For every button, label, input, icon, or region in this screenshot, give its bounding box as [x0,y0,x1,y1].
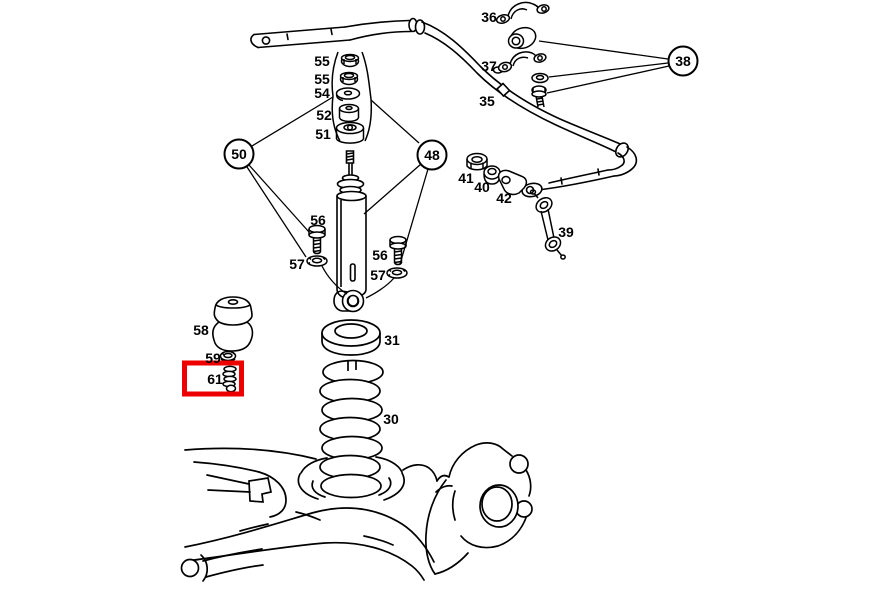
label-57-left[interactable]: 57 [289,256,305,272]
label-37[interactable]: 37 [481,58,497,74]
callout-circle-50[interactable]: 50 [225,140,254,169]
washer-57-right [387,268,407,278]
washer-38b [532,74,548,83]
clamp-bracket-37 [494,52,547,73]
link-plate-42 [499,170,527,194]
bar-clip [497,84,510,97]
label-39[interactable]: 39 [558,224,574,240]
arm-eye [182,560,199,577]
bar-left-eye [262,37,269,44]
label-35[interactable]: 35 [479,93,495,109]
spring-pad [322,320,380,355]
label-56-left[interactable]: 56 [310,212,326,228]
nut-41 [467,154,487,170]
callout-48-label[interactable]: 48 [424,147,440,163]
label-51[interactable]: 51 [315,126,331,142]
washer-54 [337,88,360,101]
bar-collar [416,20,425,34]
label-55-bottom[interactable]: 55 [314,71,330,87]
label-42[interactable]: 42 [496,190,512,206]
bump-stop-58 [213,297,253,351]
callout-38-label[interactable]: 38 [675,53,691,69]
hub-bore-inner [482,487,512,521]
shock-absorber [334,151,366,312]
bolt-38c [532,86,546,107]
leader-lines [247,41,669,298]
label-61[interactable]: 61 [207,371,223,387]
label-56-right[interactable]: 56 [372,247,388,263]
bolt-56-right [390,237,406,265]
label-59[interactable]: 59 [205,350,221,366]
callout-circle-38[interactable]: 38 [669,47,698,76]
stabilizer-bar [251,19,636,199]
lock-nut-55-bottom [341,73,358,85]
stack-outline-right [362,52,371,141]
bolt-56-left [309,226,325,254]
label-58[interactable]: 58 [193,322,209,338]
callout-50-label[interactable]: 50 [231,146,247,162]
coil-spring [320,361,383,498]
highlight-box [185,363,242,394]
rubber-bushing-51 [337,123,364,144]
nut-59 [221,352,236,362]
label-31[interactable]: 31 [384,332,400,348]
coil-spring-61 [223,366,236,391]
label-55-top[interactable]: 55 [314,53,330,69]
clamp-bracket-36 [496,3,550,25]
label-30[interactable]: 30 [383,411,399,427]
axle-carrier [182,443,533,581]
mount-parts-stack [332,52,371,143]
lock-nut-55-top [342,55,359,67]
label-54[interactable]: 54 [314,85,330,101]
callout-circle-48[interactable]: 48 [418,141,447,170]
part-labels: 36 37 35 55 55 54 52 51 56 57 56 57 41 4… [193,9,574,427]
label-52[interactable]: 52 [316,107,332,123]
label-36[interactable]: 36 [481,9,497,25]
bar-bushing-38a [507,24,538,52]
rubber-bushing-52 [340,105,359,122]
carrier-upper-lobe [510,455,528,473]
washer-57-left [307,256,327,266]
label-57-right[interactable]: 57 [370,267,386,283]
label-41[interactable]: 41 [458,170,474,186]
label-40[interactable]: 40 [474,179,490,195]
stack-outline-left [332,52,340,141]
end-link-39 [531,190,566,259]
